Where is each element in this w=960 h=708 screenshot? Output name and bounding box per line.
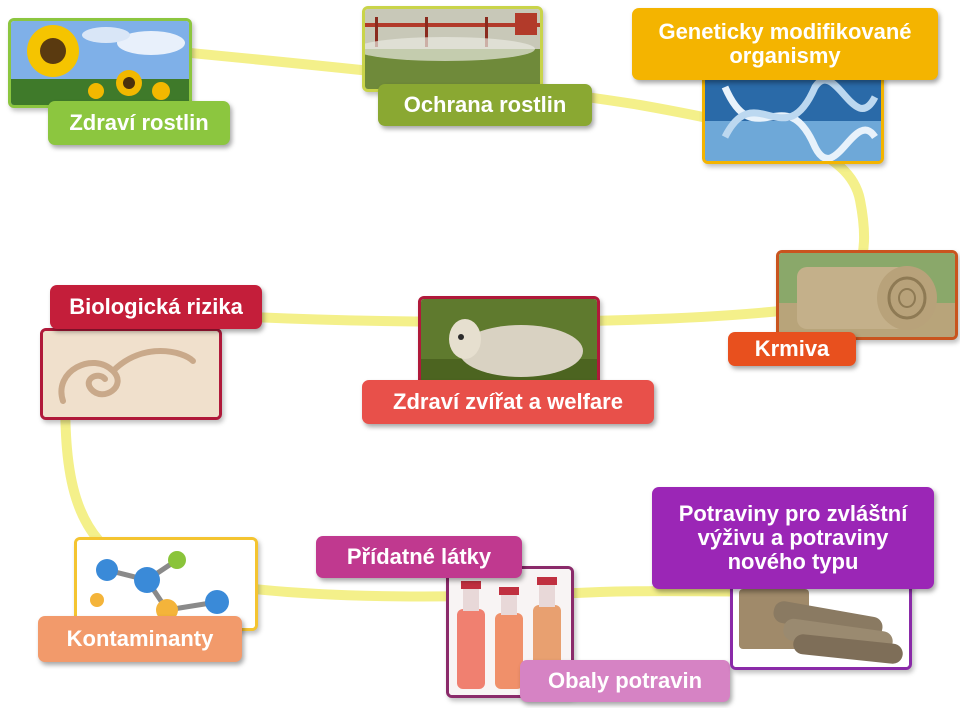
crispbread-image [730,578,912,670]
additives-text: Přídatné látky [346,543,492,569]
plant-health-text: Zdraví rostlin [69,109,209,135]
special-foods-text-line3: nového typu [727,549,859,575]
special-foods-text-line2: výživu a potraviny [697,524,889,550]
plant-protection-label[interactable]: Ochrana rostlin [378,84,592,126]
special-foods-label[interactable]: Potraviny pro zvláštní výživu a potravin… [652,487,934,589]
special-foods-text-line1: Potraviny pro zvláštní [678,500,908,526]
plant-protection-text: Ochrana rostlin [403,91,567,117]
molecule-image [74,537,258,631]
animal-health-label[interactable]: Zdraví zvířat a welfare [362,380,654,424]
nematode-image [40,328,222,420]
gmo-text-line1: Geneticky modifikované [658,18,912,44]
feed-text: Krmiva [754,335,830,361]
biological-risks-label[interactable]: Biologická rizika [50,285,262,329]
hay-bale-image [776,250,958,340]
additives-label[interactable]: Přídatné látky [316,536,522,578]
animal-health-text: Zdraví zvířat a welfare [393,388,623,414]
packaging-label[interactable]: Obaly potravin [520,660,730,702]
gmo-text-line2: organismy [729,43,841,68]
feed-label[interactable]: Krmiva [728,332,856,366]
sheep-image [418,296,600,388]
sunflower-field-image [8,18,192,108]
crop-sprayer-image [362,6,543,92]
biological-risks-text: Biologická rizika [69,293,243,319]
plant-health-label[interactable]: Zdraví rostlin [48,101,230,145]
dna-helix-image [702,74,884,164]
contaminants-label[interactable]: Kontaminanty [38,616,242,662]
contaminants-text: Kontaminanty [66,625,214,651]
packaging-text: Obaly potravin [547,667,703,693]
gmo-label[interactable]: Geneticky modifikované organismy [632,8,938,80]
